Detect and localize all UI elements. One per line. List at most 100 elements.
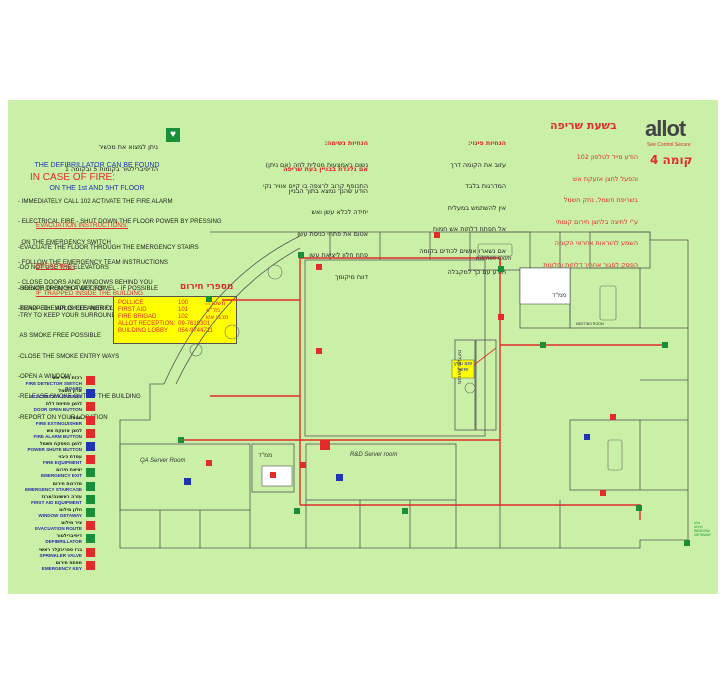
stair-zone bbox=[261, 465, 293, 487]
meeting-table bbox=[477, 243, 513, 257]
exit-marker bbox=[498, 266, 504, 272]
exit-marker bbox=[298, 252, 304, 258]
right-room bbox=[589, 231, 651, 269]
trapped-line: -OPEN A WINDOW bbox=[18, 372, 71, 380]
legend-label-hebrew: ארון חשמל bbox=[58, 389, 82, 395]
legend-label-hebrew: לחצן אזעקת אש bbox=[46, 428, 82, 434]
legend-label-english: SPRINKLER VALVE bbox=[39, 552, 82, 558]
window-getaway-label: חלון מילוט WINDOW GETAWAY bbox=[694, 521, 712, 537]
breathing-title: BREATHING: bbox=[36, 263, 75, 270]
legend-label-hebrew: ברז ספרינקלר ראשי bbox=[39, 547, 82, 553]
trapped-title: IF TRAPPED INSIDE THE BUILDING bbox=[36, 290, 144, 297]
legend-label-english: EMERGENCY EXIT bbox=[40, 473, 82, 479]
exit-marker bbox=[178, 437, 184, 443]
in-case-line: - CLOSE DOORS AND WINDOWS BEHIND YOU bbox=[18, 279, 153, 287]
trapped-hebrew-line: אטום את פתחי כניסת עשן bbox=[297, 229, 368, 238]
in-case-line: - IMMEDIATELY CALL 102 ACTIVATE THE FIRE… bbox=[18, 197, 173, 205]
round-table bbox=[464, 382, 476, 394]
electricity-cabinet-marker bbox=[184, 478, 191, 485]
legend-label-hebrew: ציר מילוט bbox=[61, 521, 82, 527]
fire-equipment-marker bbox=[316, 264, 322, 270]
window-getaway-icon bbox=[86, 508, 95, 517]
rd-server-room bbox=[305, 443, 457, 501]
allot-logo: allot See Control Secure bbox=[643, 116, 709, 152]
meeting-table bbox=[607, 439, 623, 471]
emergency-row-first-aid: FIRST AID 101 מד"א bbox=[118, 307, 232, 314]
legend-label-english: ELECTRICITY CABINET bbox=[30, 394, 82, 400]
legend-label-english: DOOR OPEN BUTTON bbox=[33, 407, 82, 413]
first-aid-label-he: מד"א bbox=[206, 307, 221, 314]
legend-label-english: DEFIBRILLATOR bbox=[45, 539, 82, 545]
mamad-left bbox=[251, 443, 295, 493]
electricity-cabinet-marker bbox=[336, 474, 343, 481]
rd-server-label: R&D Server room bbox=[350, 452, 398, 458]
evac-hebrew-line: המדרגות בלבד bbox=[465, 182, 506, 191]
breathing-hebrew: הנחיות נשימה: נשום באמצעות מטלית לחה (אם… bbox=[238, 126, 368, 198]
top-partitions bbox=[329, 232, 561, 268]
fire-step: בשריפת חשמל, נתק חשמל bbox=[563, 196, 638, 205]
kitchen-label: Kitchen room bbox=[476, 256, 512, 262]
breathing-hebrew-line: התכופף קרוב לרצפה בו קיים אוויר נקי bbox=[263, 182, 368, 191]
reception-label: ALLOT RECEPTION: bbox=[118, 321, 176, 327]
fire-steps-hebrew: הודע מייד לטלפון 102 והפעל לחצן אזעקת אש… bbox=[518, 140, 638, 276]
legend-label-english: POWER SHUTE BUTTON bbox=[27, 447, 82, 453]
mamad-label-right: ממ"ד bbox=[552, 292, 567, 299]
right-partition bbox=[640, 327, 688, 491]
evac-hebrew-line: אין להשתמש במעלית bbox=[447, 203, 506, 212]
core-left bbox=[304, 259, 486, 437]
trapped-hebrew-line: הודע שהנך נמצא בתוך הבניין bbox=[288, 186, 368, 195]
exit-marker bbox=[662, 342, 668, 348]
fire-equipment-marker bbox=[316, 348, 322, 354]
meeting-room-bottom bbox=[569, 419, 641, 491]
elevator-shaft bbox=[454, 339, 476, 431]
trapped-line: -CLOSE THE SMOKE ENTRY WAYS bbox=[18, 352, 120, 360]
evac-hebrew-line: הודע עם כך למקבלה bbox=[447, 268, 506, 277]
fire-step: הפסק לסגור אחריך דלתות וחלונות bbox=[543, 260, 638, 269]
exit-marker bbox=[684, 540, 690, 546]
extinguisher-icon bbox=[86, 415, 95, 425]
evac-hebrew-heading: הנחיות פינוי: bbox=[468, 139, 506, 148]
trapped-line: AS SMOKE FREE POSSIBLE bbox=[18, 332, 101, 340]
trapped-hebrew-line: יחידה לכלא עשן ואש bbox=[311, 208, 368, 217]
exit-marker bbox=[540, 342, 546, 348]
legend-label-hebrew: מפתח חירום bbox=[55, 560, 82, 566]
logo-tagline: See Control Secure bbox=[647, 142, 691, 148]
fire-equipment-marker bbox=[600, 490, 606, 496]
fire-number: 102 bbox=[178, 314, 189, 320]
legend-label-hebrew: דיפיברילטור bbox=[56, 534, 82, 540]
trapped-hebrew-line: דווח מיקומך bbox=[335, 272, 368, 281]
trapped-hebrew: אם נלכדת בבניין בעת שריפה הודע שהנך נמצא… bbox=[240, 152, 368, 288]
reception-row: ALLOT RECEPTION: 09-7619301 bbox=[118, 321, 210, 327]
police-label: POLLICE bbox=[118, 300, 144, 306]
in-case-line: - ELECTRICAL FIRE - SHUT DOWN THE FLOOR … bbox=[18, 218, 222, 226]
power-shut-icon bbox=[86, 442, 95, 451]
first-aid-number: 101 bbox=[178, 307, 189, 313]
evac-hebrew-line: אם נשארו אנשים לכודים בקומה bbox=[419, 246, 506, 255]
legend-label-hebrew: מדרגות חירום bbox=[52, 481, 82, 487]
first-aid-label: FIRST AID bbox=[118, 307, 147, 313]
exit-marker bbox=[636, 505, 642, 511]
bottom-partitions bbox=[159, 500, 561, 548]
curved-wall bbox=[163, 235, 301, 385]
in-case-line: ON THE EMERGENCY SWITCH bbox=[18, 238, 111, 246]
fire-equipment-marker bbox=[270, 472, 276, 478]
evacuation-route bbox=[499, 440, 641, 520]
title-hebrew: בשעת שריפה bbox=[550, 119, 617, 132]
